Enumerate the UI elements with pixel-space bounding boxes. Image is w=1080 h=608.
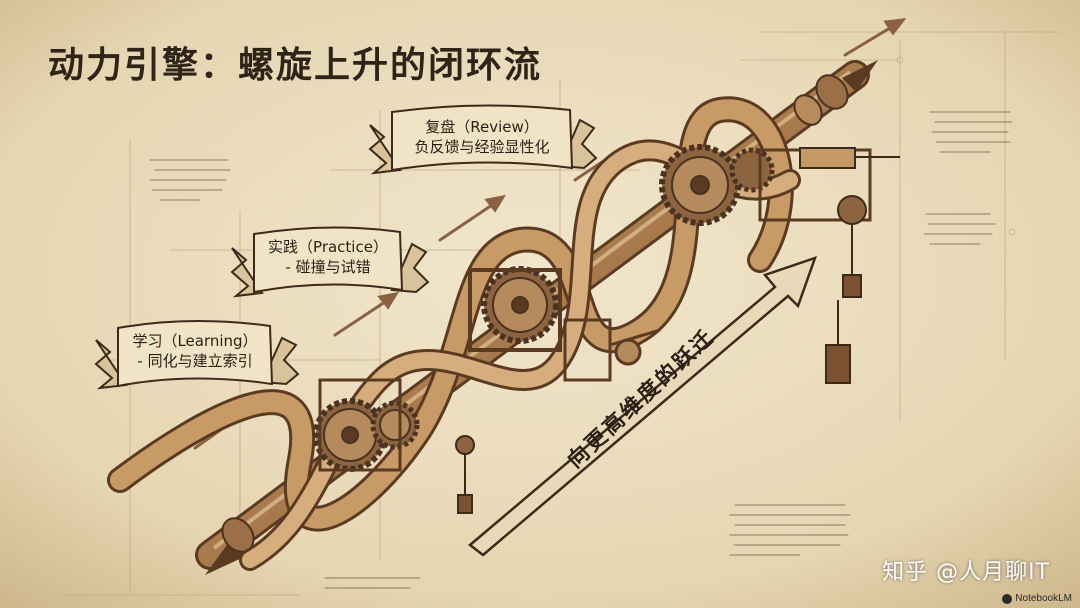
margin-notes [149,111,1013,589]
stage-heading: 学习（Learning） [132,332,258,350]
page-title: 动力引擎：螺旋上升的闭环流 [48,45,543,86]
stage-banner-practice [230,226,430,298]
stage-review-label: 复盘（Review） 负反馈与经验显性化 [392,117,572,157]
pulley-weight-icon [455,147,900,514]
stage-practice-label: 实践（Practice） - 碰撞与试错 [254,237,402,277]
stage-banner-learning [94,319,300,390]
gear-icon [468,266,562,352]
stage-learning-label: 学习（Learning） - 同化与建立索引 [118,331,272,371]
watermark: 知乎 @人月聊IT [882,560,1050,585]
mechanical-frames [318,148,872,472]
ascent-arrow [468,255,818,557]
stage-description: - 碰撞与试错 [285,258,371,276]
gear-icon [313,398,420,472]
brand-label: NotebookLM [1015,593,1072,604]
shaft-tip-top [842,60,878,92]
stage-description: 负反馈与经验显性化 [414,138,550,156]
stage-heading: 实践（Practice） [268,238,388,256]
stage-banner-review [368,104,598,175]
stage-heading: 复盘（Review） [425,118,539,136]
stage-description: - 同化与建立索引 [137,352,253,370]
notebooklm-icon [1002,593,1013,604]
brand-mark: NotebookLM [1002,593,1072,604]
gear-icon [659,144,775,226]
